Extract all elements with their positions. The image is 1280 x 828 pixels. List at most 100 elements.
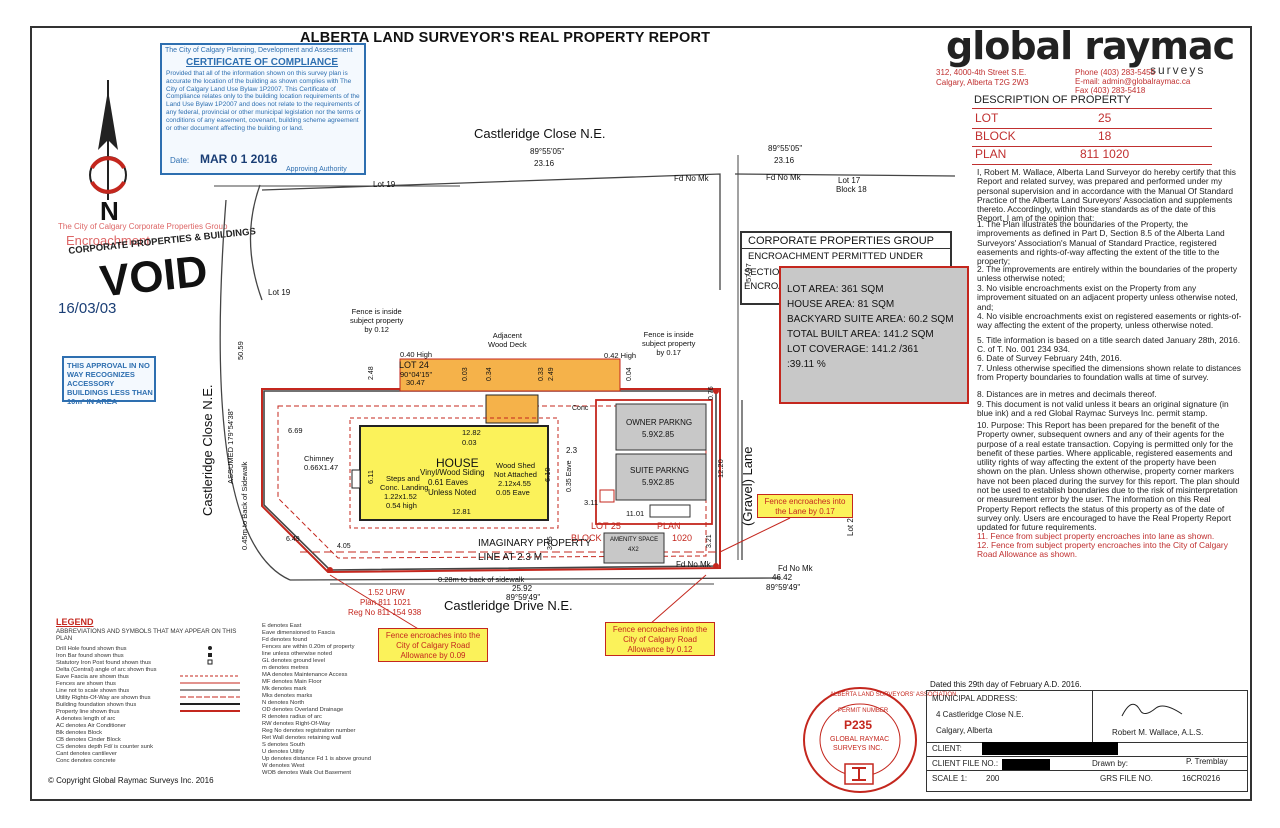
plan-number: 1020 xyxy=(672,533,693,543)
lot24-bearing: 90°04'15" xyxy=(400,370,433,379)
lot-value: 25 xyxy=(1098,111,1112,125)
d-004: 0.04 xyxy=(626,367,633,381)
abbr-item: W denotes West xyxy=(262,763,305,769)
abbr-item: S denotes South xyxy=(262,742,305,748)
title-block-rule-3 xyxy=(926,770,1248,771)
dim-1282: 12.82 xyxy=(462,428,481,437)
legend-item: Delta (Central) angle of arc shown thus xyxy=(56,667,157,673)
lot25-label: LOT 25 xyxy=(591,521,621,531)
d-035: 0.35 Eave xyxy=(566,460,573,492)
d-1101: 11.01 xyxy=(626,509,645,518)
leader-road2 xyxy=(649,574,707,625)
fence-right-note: Fence is inside subject property by 0.17 xyxy=(642,330,695,357)
permit-firm-2: SURVEYS INC. xyxy=(833,745,883,752)
amenity-dim: 4X2 xyxy=(628,547,639,553)
suite-steps xyxy=(649,504,691,518)
wood-shed-4: 0.05 Eave xyxy=(496,488,530,497)
abbr-item: Fd denotes found xyxy=(262,637,308,643)
property-fence xyxy=(261,388,721,574)
lane-label: (Gravel) Lane xyxy=(740,446,755,526)
owner-parking: OWNER PARKNG xyxy=(626,418,693,427)
house-label: HOUSE xyxy=(436,456,479,470)
d-649: 6.49 xyxy=(286,536,300,543)
abbr-item: Eave dimensioned to Fascia xyxy=(262,630,335,636)
cert-item-6: 6. Date of Survey February 24th, 2016. xyxy=(977,353,1122,363)
callout-lane: Fence encroaches into the Lane by 0.17 xyxy=(757,494,853,518)
abbr-item: OD denotes Overland Drainage xyxy=(262,707,344,713)
approval-text: THIS APPROVAL IN NO WAY RECOGNIZES ACCES… xyxy=(67,361,153,406)
report-title: ALBERTA LAND SURVEYOR'S REAL PROPERTY RE… xyxy=(300,30,711,46)
firm-address-2: Calgary, Alberta T2G 2W3 xyxy=(936,78,1029,87)
permit-firm: GLOBAL RAYMAC xyxy=(830,736,890,743)
fence-right-1: Fence is inside xyxy=(643,330,694,339)
legend-item: Cant denotes cantilever xyxy=(56,751,117,757)
dated-line: Dated this 29th day of February A.D. 201… xyxy=(930,680,1082,689)
wood-shed-2: Not Attached xyxy=(494,470,537,479)
abbr-item: Mk denotes mark xyxy=(262,686,307,692)
lot19-a: Lot 19 xyxy=(373,180,396,189)
approval-box: THIS APPROVAL IN NO WAY RECOGNIZES ACCES… xyxy=(62,356,156,406)
legend-item: Building foundation shown thus xyxy=(56,702,137,708)
north-arrow-icon xyxy=(89,80,127,200)
d-033: 0.33 xyxy=(538,367,545,381)
legend-item: Property line shown thus xyxy=(56,709,120,715)
urw-1: 1.52 URW xyxy=(368,588,405,597)
abbr-item: Reg No denotes registration number xyxy=(262,728,356,734)
urw-3: Reg No 811 154 938 xyxy=(348,608,422,617)
house-area: HOUSE AREA: 81 SQM xyxy=(787,299,895,310)
report-frame xyxy=(30,26,1252,801)
permit-label: PERMIT NUMBER xyxy=(838,708,889,714)
legend-item: Drill Hole found shown thus xyxy=(56,646,127,652)
legend-item: Blk denotes Block xyxy=(56,730,103,736)
cert-item-1: 1. The Plan illustrates the boundaries o… xyxy=(977,219,1225,267)
abbr-item: Fences are within 0.20m of property xyxy=(262,644,355,650)
fence-left-2: subject property xyxy=(350,316,404,325)
d-5797: 57.97 xyxy=(744,263,753,282)
callout-road-2: Fence encroaches into the City of Calgar… xyxy=(605,622,715,656)
abbr-item: E denotes East xyxy=(262,623,302,629)
backyard-suite-area: BACKYARD SUITE AREA: 60.2 SQM xyxy=(787,314,954,325)
d-5059: 50.59 xyxy=(236,341,245,360)
permit-number: P235 xyxy=(844,718,873,732)
firm-logo-sub: surveys xyxy=(1150,63,1206,77)
street-top: Castleridge Close N.E. xyxy=(474,126,606,141)
total-built-area: TOTAL BUILT AREA: 141.2 SQM xyxy=(787,329,934,340)
firm-logo-text: global raymac xyxy=(946,24,1235,68)
legend-item: Line not to scale shown thus xyxy=(56,688,130,694)
lot19-b: Lot 19 xyxy=(268,288,291,297)
d-23: 2.3 xyxy=(566,446,578,455)
house-eave-line xyxy=(349,417,559,529)
steps-1: Steps and xyxy=(386,474,420,483)
cert-item-4: 4. No visible encroachments exist on reg… xyxy=(977,311,1242,331)
legend-item: Fences are shown thus xyxy=(56,681,116,687)
high-040: 0.40 High xyxy=(400,350,433,359)
legend-symbol-swatches xyxy=(180,646,240,712)
d-248: 2.48 xyxy=(368,366,375,380)
sidewalk-bottom: 0.28m to back of sidewalk xyxy=(438,575,525,584)
wood-shed xyxy=(485,394,539,424)
signature xyxy=(1112,696,1192,729)
client-file-label: CLIENT FILE NO.: xyxy=(932,759,999,768)
lot24-dist: 30.47 xyxy=(406,378,425,387)
steps-2: Conc. Landing xyxy=(380,483,429,492)
dim-003: 0.03 xyxy=(462,438,477,447)
void-stamp: The City of Calgary Corporate Properties… xyxy=(56,222,256,322)
dist-top2: 23.16 xyxy=(774,156,795,165)
compliance-body: Provided that all of the information sho… xyxy=(166,70,362,132)
deck-1: Adjacent xyxy=(492,331,522,340)
fence-left-note: Fence is inside subject property by 0.12 xyxy=(350,307,403,334)
legend-item: CB denotes Cinder Block xyxy=(56,737,121,743)
compliance-stamp: The City of Calgary Planning, Developmen… xyxy=(160,43,366,175)
fd-no-mk-3: Fd No Mk xyxy=(676,560,711,569)
cert-item-2: 2. The improvements are entirely within … xyxy=(977,264,1238,284)
description-row-block: BLOCK 18 xyxy=(972,128,1212,147)
legend-item: Eave Fascia are shown thus xyxy=(56,674,129,680)
client-redaction xyxy=(982,742,1118,755)
chimney-shape xyxy=(351,469,361,489)
abbr-item: R denotes radius of arc xyxy=(262,714,322,720)
lot17: Lot 17 xyxy=(838,176,861,185)
description-row-plan: PLAN 811 1020 xyxy=(972,146,1212,165)
legend-item: AC denotes Air Conditioner xyxy=(56,723,126,729)
